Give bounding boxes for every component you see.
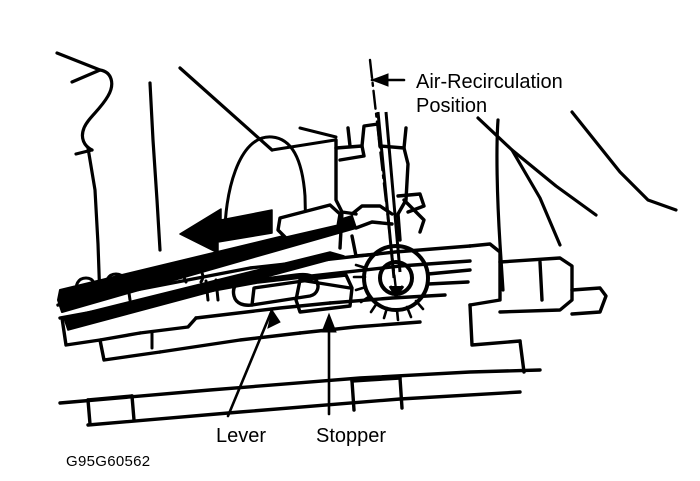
lever-arm — [57, 215, 357, 331]
recirc-leader-arrowhead — [370, 73, 389, 87]
motion-arrow — [179, 208, 273, 254]
stopper-leader-arrowhead — [321, 312, 337, 333]
lever-pad — [276, 203, 342, 240]
callout-stopper: Stopper — [316, 312, 386, 447]
figure-id-code: G95G60562 — [66, 453, 150, 470]
cam-teeth — [352, 263, 425, 322]
control-rod — [368, 58, 402, 292]
air-recirculation-label-line2: Position — [416, 95, 487, 117]
callout-lever: Lever — [216, 308, 281, 447]
lever-label: Lever — [216, 425, 266, 447]
background-structure-right — [476, 110, 678, 292]
centerline — [368, 58, 398, 292]
background-structure-left — [55, 51, 274, 302]
stopper-label: Stopper — [316, 425, 386, 447]
rotary-cam-dial — [352, 244, 472, 322]
lever-leader-line — [226, 308, 274, 418]
callout-air-recirculation: Air-Recirculation Position — [370, 71, 563, 117]
background-panel-center — [223, 126, 338, 242]
lever-leader-arrowhead — [267, 308, 281, 329]
air-recirculation-label-line1: Air-Recirculation — [416, 71, 563, 93]
